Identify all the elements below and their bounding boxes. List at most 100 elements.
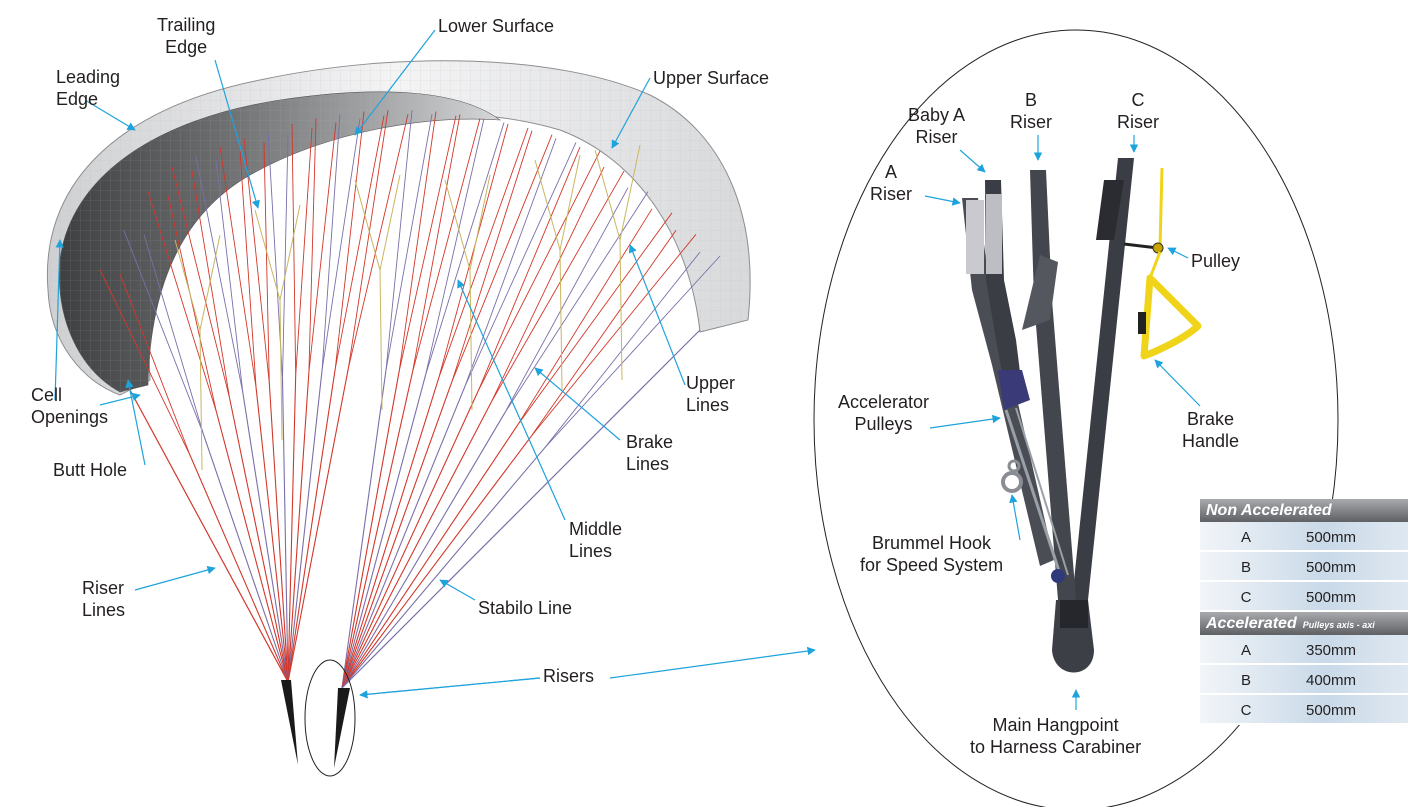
suspension-line [530, 230, 677, 437]
callout-arrows [54, 29, 1201, 710]
riser-assembly [962, 158, 1202, 673]
callout-arrow [929, 414, 1001, 429]
label-risers: Risers [543, 666, 595, 686]
suspension-line [425, 118, 485, 375]
suspension-line [341, 385, 466, 689]
suspension-line [385, 110, 413, 371]
label-pulley: Pulley [1191, 251, 1241, 271]
callout-arrow [99, 392, 141, 406]
suspension-line [398, 111, 437, 372]
suspension-line [279, 204, 301, 301]
suspension-line [308, 122, 337, 373]
callout-arrow [54, 239, 64, 401]
label-lower-surface: Lower Surface [438, 16, 555, 36]
label-middle-lines: Middle Lines [569, 519, 623, 561]
callout-arrow [534, 367, 621, 441]
suspension-line [254, 209, 281, 301]
callout-arrow [125, 379, 146, 466]
label-upper-surface: Upper Surface [653, 68, 770, 88]
suspension-line [504, 187, 629, 414]
suspension-line [255, 387, 289, 683]
suspension-line [341, 381, 453, 689]
label-butt-hole: Butt Hole [53, 460, 128, 480]
suspension-line [341, 424, 519, 689]
suspension-line [341, 390, 479, 689]
callout-arrow [1009, 494, 1021, 541]
suspension-line [195, 156, 244, 394]
suspension-line [239, 151, 257, 388]
label-leading-edge: Leading Edge [56, 67, 121, 109]
suspension-line [534, 159, 561, 251]
label-brake-lines: Brake Lines [626, 432, 674, 474]
riser-highlight-ellipse [304, 659, 356, 777]
suspension-line [199, 329, 203, 471]
suspension-line [263, 142, 270, 384]
suspension-line [143, 234, 204, 434]
callout-arrow [609, 646, 816, 679]
suspension-line [348, 110, 389, 368]
suspension-line [229, 398, 289, 683]
suspension-line [411, 114, 461, 373]
suspension-line [308, 118, 317, 373]
suspension-line [171, 166, 231, 399]
suspension-line [594, 149, 621, 241]
suspension-line [341, 370, 387, 689]
suspension-line [438, 123, 509, 378]
callout-arrow [1167, 247, 1189, 259]
label-c-riser: C Riser [1117, 90, 1160, 132]
suspension-line [341, 377, 440, 689]
suspension-line [469, 269, 473, 411]
suspension-line [199, 234, 221, 331]
suspension-line [619, 239, 623, 381]
suspension-line [129, 389, 289, 683]
suspension-line [398, 115, 457, 372]
suspension-line [411, 118, 481, 373]
right-riser [334, 688, 350, 768]
suspension-line [243, 138, 270, 384]
suspension-line [469, 174, 491, 271]
label-brummel-hook: Brummel Hook for Speed System [860, 533, 1004, 575]
suspension-line [341, 370, 400, 689]
suspension-line [191, 170, 231, 399]
suspension-line [215, 412, 289, 683]
label-trailing-edge: Trailing Edge [157, 15, 216, 57]
suspension-line [477, 150, 601, 391]
suspension-line [341, 447, 545, 689]
suspension-line [242, 392, 289, 683]
suspension-line [281, 378, 289, 683]
suspension-line [517, 208, 653, 425]
suspension-line [530, 234, 697, 437]
callout-arrow [214, 59, 260, 209]
label-riser-lines: Riser Lines [82, 578, 126, 620]
suspension-line [341, 435, 532, 689]
suspension-line [354, 179, 381, 271]
suspension-line [279, 299, 283, 441]
suspension-line [559, 249, 563, 391]
suspension-line [464, 142, 577, 386]
suspension-line [559, 154, 581, 251]
suspension-line [491, 170, 625, 402]
suspension-line [174, 239, 201, 331]
suspension-line [379, 269, 383, 411]
callout-arrow [924, 195, 961, 206]
suspension-line [517, 212, 673, 425]
callout-arrow [959, 149, 986, 173]
wing-lines [99, 110, 721, 689]
suspension-line [438, 127, 529, 378]
suspension-line [119, 273, 191, 456]
suspension-line [504, 191, 649, 414]
label-main-hangpoint: Main Hangpoint to Harness Carabiner [970, 715, 1142, 757]
suspension-line [287, 375, 297, 683]
suspension-line [544, 251, 701, 449]
suspension-line [215, 160, 244, 394]
callout-arrow [628, 244, 686, 386]
table-header-non-accelerated: Non Accelerated [1200, 499, 1408, 522]
suspension-line [295, 127, 313, 376]
suspension-line [147, 191, 217, 413]
